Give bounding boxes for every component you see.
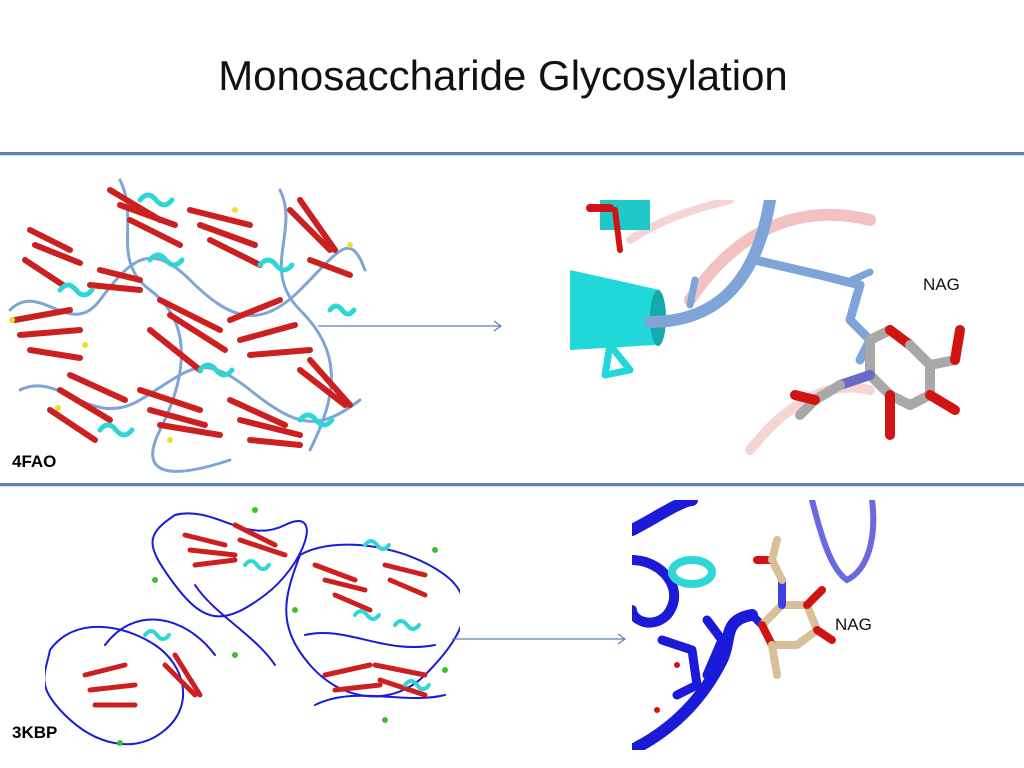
middle-divider (0, 483, 1024, 486)
ligand-label-nag-2: NAG (835, 615, 872, 634)
nag-ligand-closeup-3kbp (632, 500, 922, 750)
arrow-right-icon (452, 633, 627, 645)
ligand-label-nag-1: NAG (923, 275, 960, 294)
pdb-code-3kbp: 3KBP (12, 723, 58, 742)
protein-structure-4fao-overview (0, 170, 370, 475)
arrow-right-icon (318, 320, 503, 332)
pdb-code-4fao: 4FAO (12, 452, 57, 471)
slide-title: Monosaccharide Glycosylation (218, 52, 788, 99)
top-divider (0, 152, 1024, 155)
protein-structure-3kbp-overview (45, 505, 460, 750)
nag-ligand-closeup-4fao (570, 200, 980, 465)
